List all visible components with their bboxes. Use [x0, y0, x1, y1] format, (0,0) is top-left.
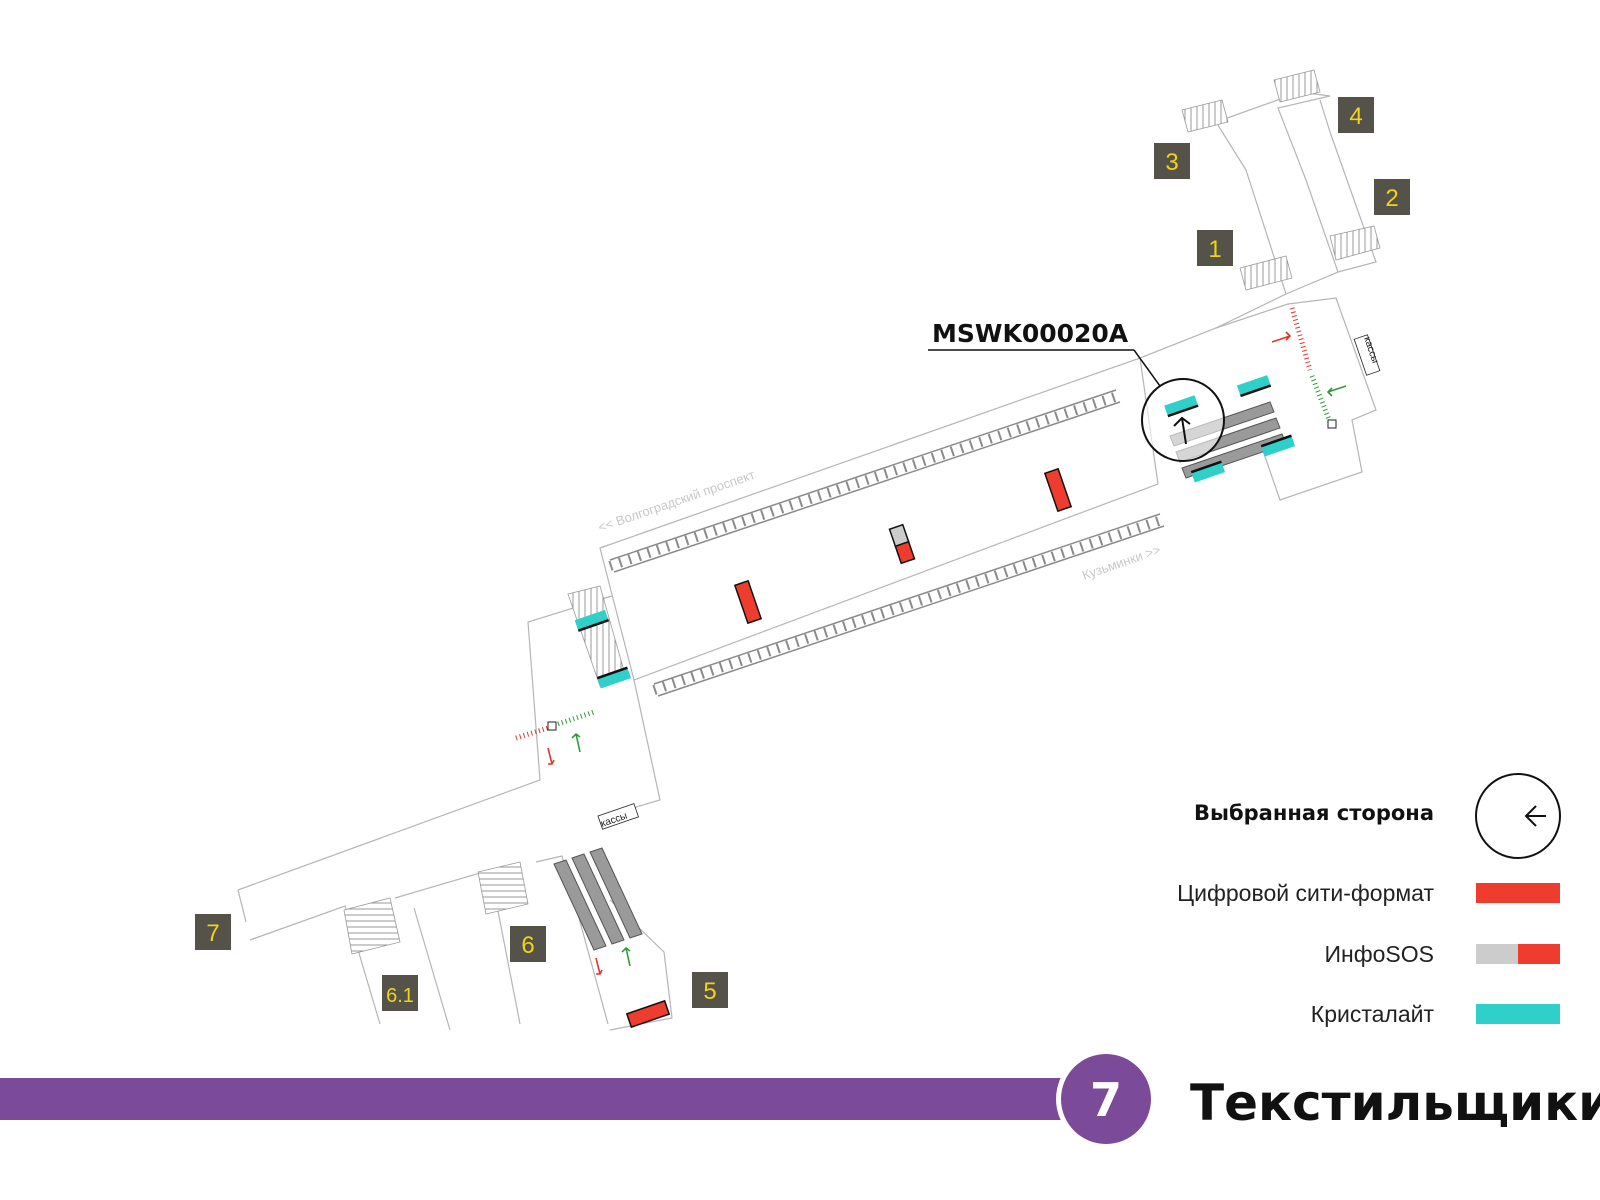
track-south	[652, 513, 1165, 697]
legend-digital-city-label: Цифровой сити-формат	[1177, 880, 1434, 906]
svg-text:2: 2	[1385, 185, 1398, 212]
line-number: 7	[1090, 1073, 1122, 1127]
entry-arrow-icon	[1326, 385, 1347, 397]
arrow-left-icon	[1524, 805, 1546, 827]
crystalight-panels[interactable]	[574, 609, 609, 632]
legend-digital-city-swatch	[1476, 883, 1560, 903]
ticket-office-east: кассы	[1353, 334, 1380, 376]
digital-city-format[interactable]	[625, 999, 671, 1029]
crystalight-panels[interactable]	[1236, 375, 1272, 398]
exit-arrow-icon	[595, 957, 603, 975]
crystalight-panels[interactable]	[1260, 434, 1296, 457]
exit-badge-3[interactable]: 3	[1154, 143, 1190, 179]
svg-text:кассы: кассы	[599, 811, 628, 830]
turnstiles-east	[1289, 307, 1337, 429]
legend-crystalight-swatch	[1476, 1004, 1560, 1024]
line-bar: 7 Текстильщики	[0, 1049, 1600, 1149]
entry-arrow-icon	[621, 946, 631, 967]
svg-text:6.1: 6.1	[386, 985, 414, 1007]
exit-badge-4[interactable]: 4	[1338, 97, 1374, 133]
exit-badge-7[interactable]: 7	[195, 914, 231, 950]
turnstiles-west	[515, 709, 595, 741]
station-name: Текстильщики	[1190, 1074, 1600, 1132]
stairs	[343, 69, 1381, 955]
selected-carrier-callout[interactable]: MSWK00020A	[928, 319, 1225, 462]
svg-text:5: 5	[703, 978, 716, 1005]
crystalight-panels[interactable]	[1190, 460, 1226, 483]
exit-arrow-icon	[1271, 331, 1292, 343]
exit-badge-1[interactable]: 1	[1197, 230, 1233, 266]
entry-arrow-icon	[571, 732, 581, 753]
exit-arrow-icon	[547, 747, 555, 765]
svg-text:4: 4	[1349, 103, 1362, 130]
legend-infosos-swatch-grey	[1476, 944, 1518, 964]
flow-arrows	[547, 331, 1347, 975]
legend-crystalight-label: Кристалайт	[1311, 1001, 1435, 1027]
svg-text:7: 7	[206, 920, 219, 947]
line-number-badge	[1061, 1054, 1151, 1144]
digital-city-format[interactable]	[733, 579, 763, 625]
carrier-code: MSWK00020A	[932, 319, 1129, 348]
svg-text:1: 1	[1208, 236, 1221, 263]
arrow-up-icon	[1173, 416, 1191, 445]
crystalight-panels[interactable]	[596, 666, 632, 689]
legend: Выбранная сторона Цифровой сити-формат И…	[1177, 773, 1561, 1027]
svg-text:6: 6	[521, 932, 534, 959]
exit-badge-6[interactable]: 6	[510, 926, 546, 962]
exit-badge-2[interactable]: 2	[1374, 179, 1410, 215]
ticket-office-west: кассы	[597, 803, 639, 830]
legend-infosos-swatch-red	[1518, 944, 1560, 964]
legend-selected-side-label: Выбранная сторона	[1194, 801, 1434, 825]
track-north	[608, 389, 1121, 573]
digital-city-format[interactable]	[1043, 467, 1073, 513]
exit-badge-5[interactable]: 5	[692, 972, 728, 1008]
selected-side-icon	[1475, 773, 1561, 859]
legend-infosos-label: ИнфоSOS	[1324, 941, 1434, 967]
exit-badge-6-1[interactable]: 6.1	[382, 975, 418, 1011]
svg-text:3: 3	[1165, 149, 1178, 176]
info-sos[interactable]	[888, 523, 916, 565]
escalators-west	[553, 847, 643, 951]
